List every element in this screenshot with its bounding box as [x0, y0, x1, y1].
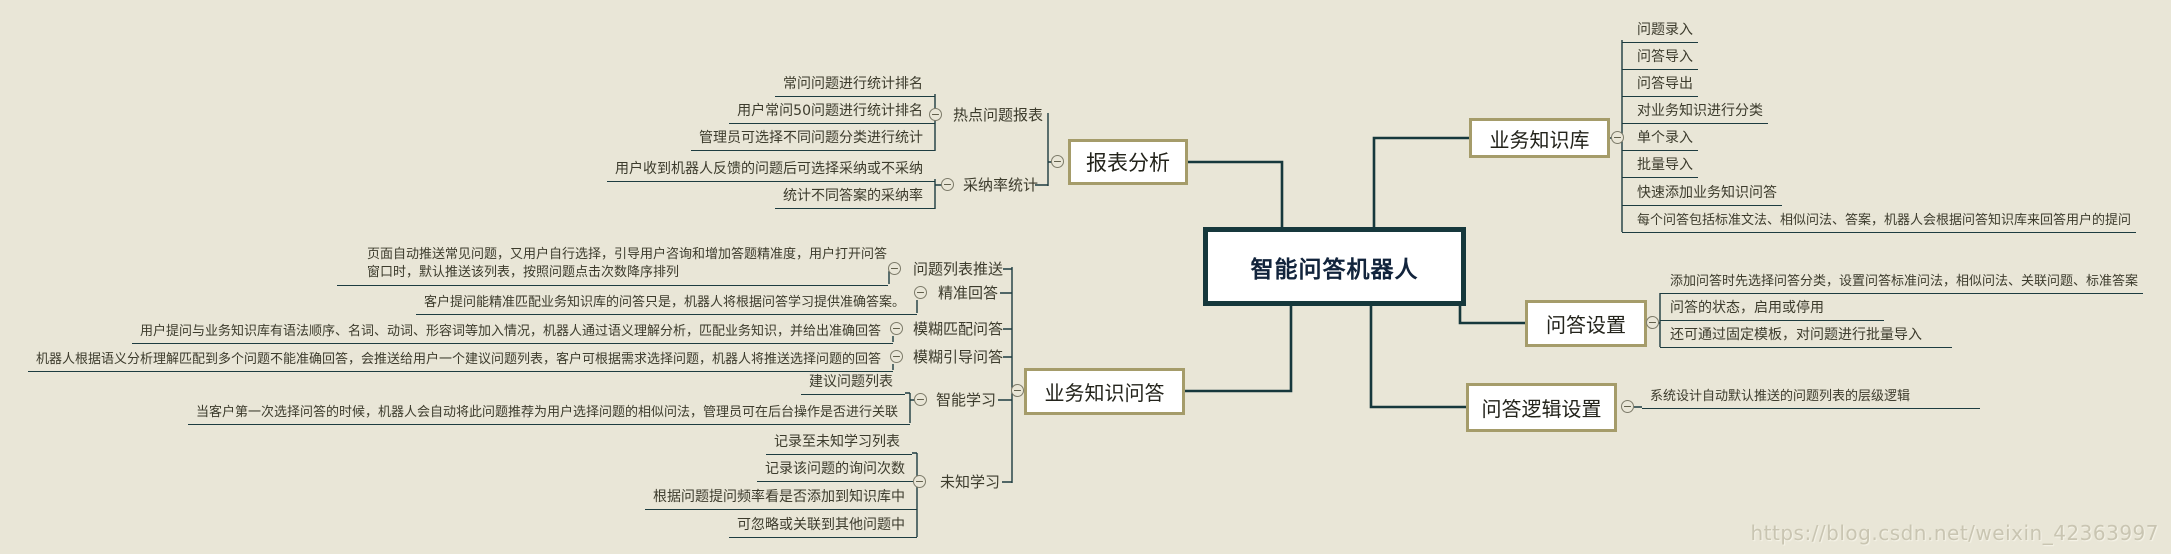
leaf-qa-status[interactable]: 问答的状态，启用或停用: [1660, 300, 1884, 321]
leaf-suggested-question-list[interactable]: 建议问题列表: [801, 374, 905, 395]
leaf-quick-add-qa[interactable]: 快速添加业务知识问答: [1622, 185, 1782, 206]
leaf-push-list-detail[interactable]: 页面自动推送常见问题，又用户自行选择，引导用户咨询和增加答题精准度，用户打开问答…: [337, 246, 888, 286]
leaf-answer-adoption-rate[interactable]: 统计不同答案的采纳率: [775, 188, 935, 209]
leaf-template-batch-import[interactable]: 还可通过固定模板，对问题进行批量导入: [1660, 327, 1952, 348]
collapse-icon-hot-question-report[interactable]: −: [929, 108, 942, 121]
sublabel-unknown-learning[interactable]: 未知学习: [940, 473, 1001, 491]
sublabel-adoption-rate-stats[interactable]: 采纳率统计: [963, 176, 1039, 194]
collapse-icon-qa-settings[interactable]: −: [1646, 316, 1659, 329]
sublabel-question-list-push[interactable]: 问题列表推送: [913, 260, 1004, 278]
branch-business-qa[interactable]: 业务知识问答: [1024, 368, 1185, 415]
leaf-smart-learning-detail[interactable]: 当客户第一次选择问答的时候，机器人会自动将此问题推荐为用户选择问题的相似问法，管…: [187, 404, 910, 425]
leaf-single-entry[interactable]: 单个录入: [1622, 130, 1698, 151]
sublabel-fuzzy-guide-qa[interactable]: 模糊引导问答: [913, 348, 1004, 366]
leaf-question-entry[interactable]: 问题录入: [1622, 22, 1698, 43]
leaf-top50-ranking[interactable]: 用户常问50问题进行统计排名: [729, 103, 935, 124]
collapse-icon-knowledge-base[interactable]: −: [1611, 131, 1624, 144]
branch-report-analysis[interactable]: 报表分析: [1068, 139, 1188, 185]
leaf-record-ask-count[interactable]: 记录该问题的询问次数: [757, 461, 917, 482]
leaf-add-by-frequency[interactable]: 根据问题提问频率看是否添加到知识库中: [645, 489, 917, 510]
collapse-icon-unknown-learning[interactable]: −: [913, 475, 926, 488]
sublabel-fuzzy-match-qa[interactable]: 模糊匹配问答: [913, 320, 1004, 338]
leaf-faq-ranking[interactable]: 常问问题进行统计排名: [775, 76, 935, 97]
csdn-watermark: https://blog.csdn.net/weixin_42363997: [1750, 521, 2159, 545]
leaf-push-hierarchy-logic[interactable]: 系统设计自动默认推送的问题列表的层级逻辑: [1642, 388, 1981, 409]
leaf-fuzzy-match-detail[interactable]: 用户提问与业务知识库有语法顺序、名词、动词、形容词等加入情况，机器人通过语义理解…: [131, 323, 893, 344]
collapse-icon-adoption-rate-stats[interactable]: −: [941, 178, 954, 191]
leaf-add-qa-flow[interactable]: 添加问答时先选择问答分类，设置问答标准问法，相似问法、关联问题、标准答案: [1660, 273, 2144, 294]
collapse-icon-qa-logic-settings[interactable]: −: [1621, 400, 1634, 413]
leaf-batch-import[interactable]: 批量导入: [1622, 157, 1698, 178]
leaf-ignore-or-link[interactable]: 可忽略或关联到其他问题中: [729, 517, 917, 538]
collapse-icon-fuzzy-match-qa[interactable]: −: [890, 322, 903, 335]
leaf-record-unknown-list[interactable]: 记录至未知学习列表: [766, 434, 912, 455]
leaf-accept-or-not[interactable]: 用户收到机器人反馈的问题后可选择采纳或不采纳: [607, 161, 935, 182]
branch-qa-settings[interactable]: 问答设置: [1525, 300, 1647, 347]
leaf-precise-answer-detail[interactable]: 客户提问能精准匹配业务知识库的问答只是，机器人将根据问答学习提供准确答案。: [415, 294, 917, 315]
collapse-icon-question-list-push[interactable]: −: [888, 262, 901, 275]
branch-knowledge-base[interactable]: 业务知识库: [1469, 118, 1610, 158]
leaf-qa-structure-note[interactable]: 每个问答包括标准文法、相似问法、答案，机器人会根据问答知识库来回答用户的提问: [1622, 212, 2137, 233]
leaf-qa-export[interactable]: 问答导出: [1622, 76, 1698, 97]
leaf-admin-category-stats[interactable]: 管理员可选择不同问题分类进行统计: [691, 130, 935, 151]
sublabel-precise-answer[interactable]: 精准回答: [938, 284, 999, 302]
collapse-icon-report-analysis[interactable]: −: [1051, 155, 1064, 168]
collapse-icon-business-qa[interactable]: −: [1011, 384, 1024, 397]
branch-qa-logic-settings[interactable]: 问答逻辑设置: [1466, 383, 1617, 432]
collapse-icon-smart-learning[interactable]: −: [914, 393, 927, 406]
sublabel-hot-question-report[interactable]: 热点问题报表: [953, 106, 1044, 124]
root-topic[interactable]: 智能问答机器人: [1203, 227, 1466, 306]
collapse-icon-precise-answer[interactable]: −: [914, 286, 927, 299]
sublabel-smart-learning[interactable]: 智能学习: [936, 391, 997, 409]
collapse-icon-fuzzy-guide-qa[interactable]: −: [890, 350, 903, 363]
leaf-qa-import[interactable]: 问答导入: [1622, 49, 1698, 70]
leaf-classify-knowledge[interactable]: 对业务知识进行分类: [1622, 103, 1768, 124]
leaf-fuzzy-guide-detail[interactable]: 机器人根据语义分析理解匹配到多个问题不能准确回答，会推送给用户一个建议问题列表，…: [27, 351, 893, 372]
